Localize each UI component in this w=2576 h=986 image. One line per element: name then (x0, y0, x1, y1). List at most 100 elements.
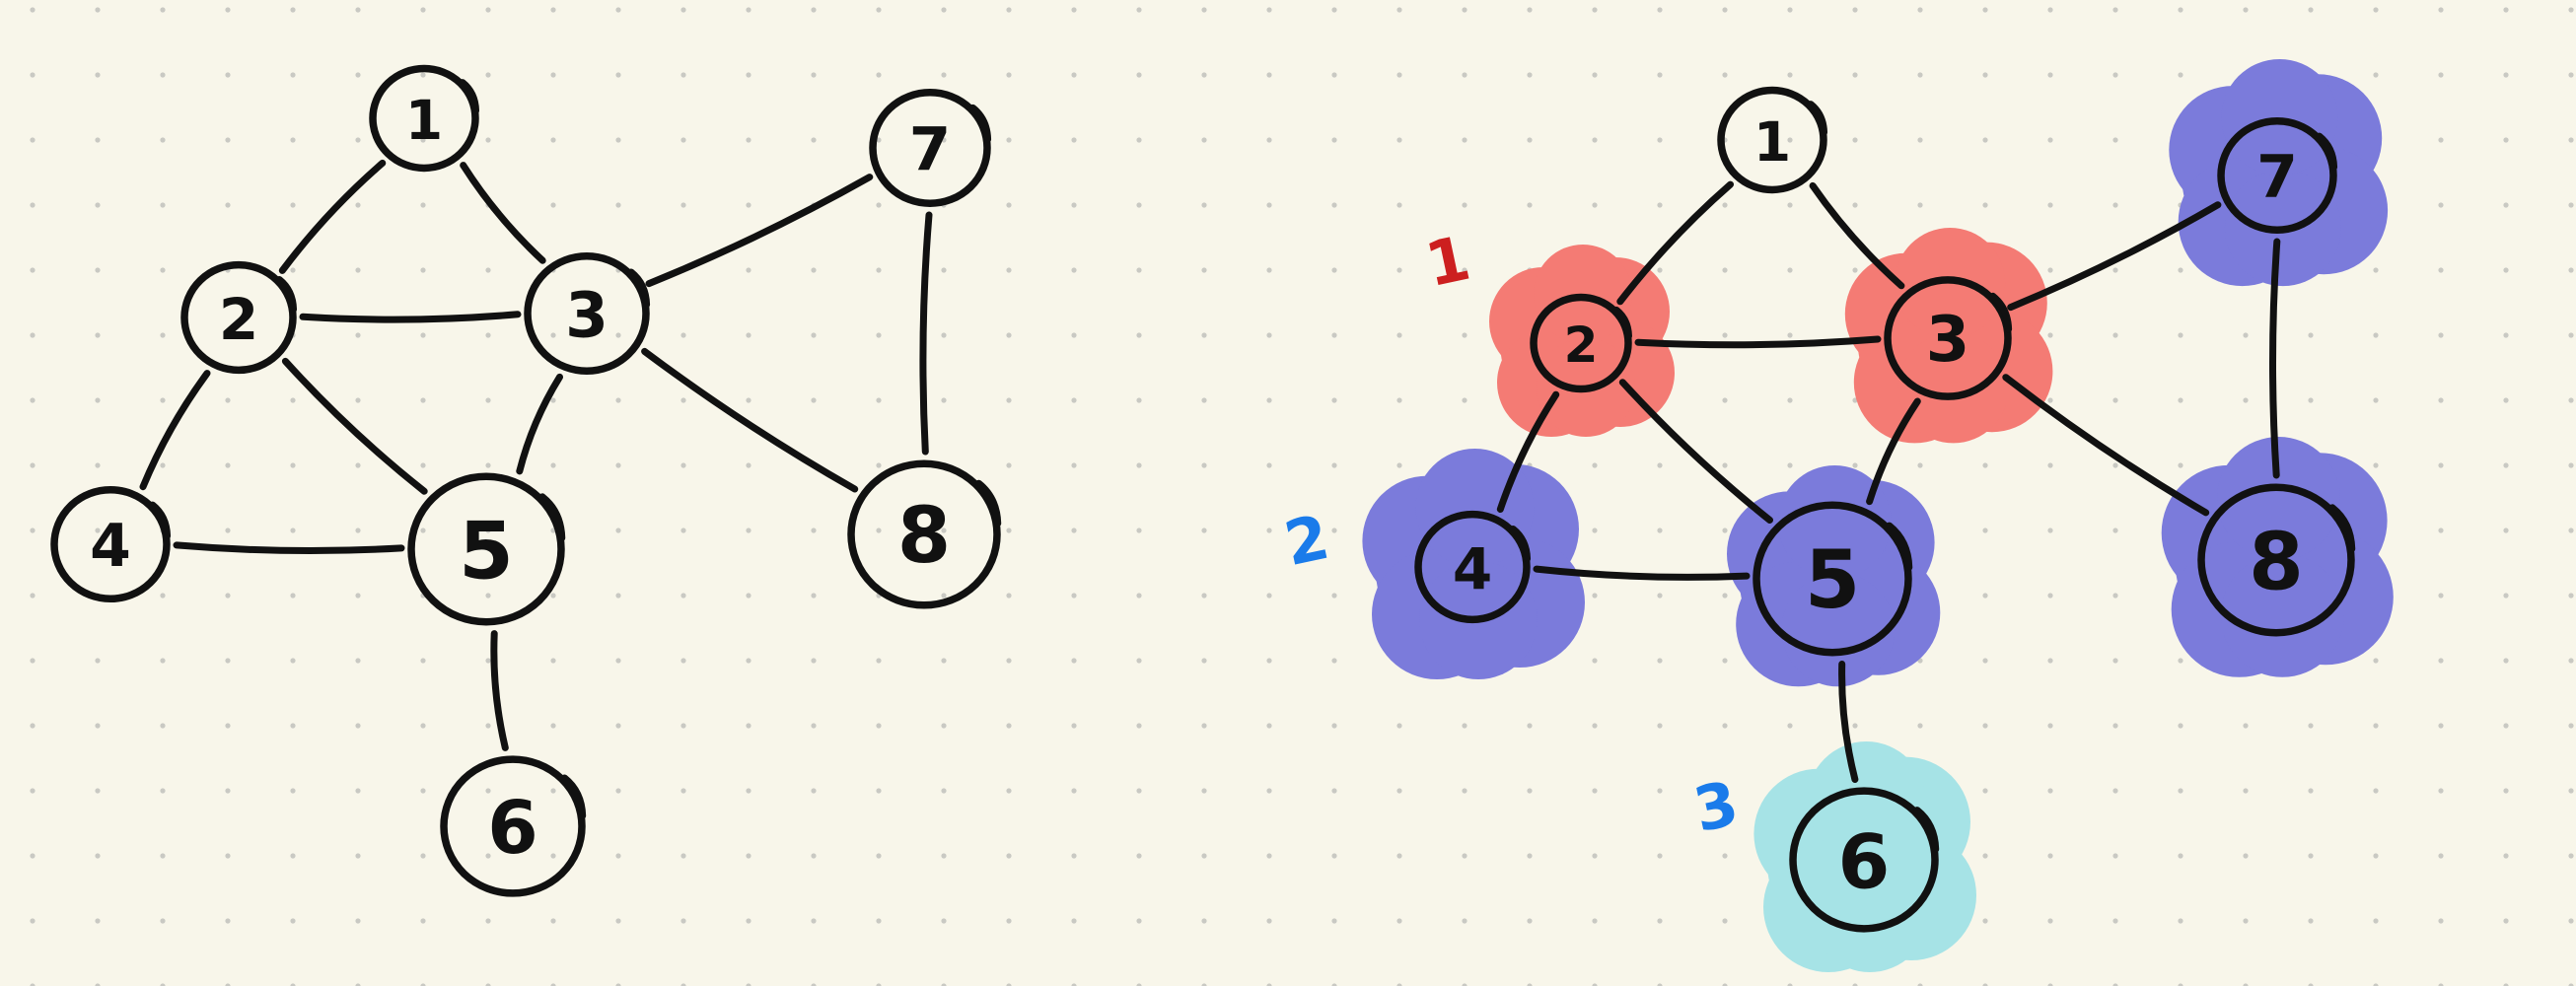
right-edge-1-3 (1809, 181, 1905, 290)
left-node-4: 4 (50, 485, 172, 603)
right-node-3-ring (1884, 276, 2012, 400)
left-node-6-label: 6 (487, 786, 538, 871)
right-node-6-stroke-overlap (1913, 807, 1940, 853)
right-node-8-ring (2197, 483, 2355, 637)
right-edge-4-5 (1533, 565, 1751, 581)
left-node-5-ring (407, 472, 565, 626)
blob-node-6-lobe-6 (1807, 741, 1926, 860)
right-node-3-stroke-overlap (1989, 292, 2013, 333)
left-nodes: 1 2 3 4 5 6 7 8 (50, 64, 1002, 897)
right-node-4-stroke-overlap (1509, 526, 1532, 563)
right-edge-7-8 (2269, 238, 2281, 479)
right-edge-2-5 (1618, 379, 1773, 524)
left-node-4-ring (50, 485, 171, 603)
right-node-7-ring (2217, 116, 2337, 235)
blob-node-5 (1727, 465, 1941, 687)
right-node-3-label: 3 (1926, 304, 1970, 377)
blob-node-8-lobe-5 (2220, 553, 2344, 677)
right-node-6: 6 (1789, 787, 1940, 933)
left-node-1-label: 1 (405, 89, 443, 152)
left-node-5: 5 (407, 472, 566, 626)
right-node-2-ring (1530, 293, 1632, 393)
right-node-8-stroke-overlap (2328, 504, 2356, 553)
right-node-5: 5 (1753, 501, 1913, 657)
left-edge-1-3 (460, 162, 546, 264)
left-node-3-ring (524, 252, 650, 375)
left-edge-1-2 (278, 159, 387, 274)
right-node-5-ring (1753, 501, 1912, 657)
left-node-6-stroke-overlap (561, 774, 587, 819)
right-node-6-ring (1789, 787, 1939, 933)
blob-node-3-lobe-5 (1897, 332, 2009, 444)
left-node-8-ring (847, 459, 1001, 609)
left-node-1-ring (369, 64, 479, 173)
left-node-1: 1 (369, 64, 480, 173)
left-node-2-label: 2 (219, 286, 258, 353)
left-node-2-stroke-overlap (275, 276, 298, 314)
right-edge-5-6 (1838, 661, 1859, 783)
left-node-4-label: 4 (90, 512, 131, 581)
left-edge-2-4 (139, 370, 211, 491)
left-node-8-stroke-overlap (975, 479, 1002, 528)
left-node-6: 6 (440, 755, 587, 897)
right-edge-3-8 (2002, 374, 2210, 517)
left-edge-7-8 (919, 211, 933, 456)
blob-node-5-lobe-5 (1781, 573, 1896, 687)
left-node-1-stroke-overlap (459, 79, 480, 114)
right-node-1-ring (1717, 86, 1827, 194)
right-node-2-label: 2 (1564, 317, 1599, 374)
right-node-1-label: 1 (1753, 110, 1791, 174)
left-node-3: 3 (524, 252, 651, 375)
left-node-2-ring (180, 260, 297, 375)
left-node-7-label: 7 (909, 115, 951, 185)
right-node-7-stroke-overlap (2316, 132, 2338, 171)
right-graph: 1 2 3 4 5 6 7 8 1 2 3 (1278, 59, 2394, 972)
left-node-8: 8 (847, 459, 1002, 609)
left-edges (139, 159, 933, 751)
right-edges (1496, 180, 2281, 783)
right-edge-3-5 (1866, 397, 1921, 506)
left-edge-2-3 (299, 311, 522, 323)
left-graph: 1 2 3 4 5 6 7 8 (50, 64, 1002, 897)
left-node-7-stroke-overlap (969, 104, 992, 143)
left-node-3-label: 3 (565, 280, 608, 352)
right-node-1: 1 (1717, 86, 1828, 194)
right-edge-1-2 (1616, 180, 1734, 306)
left-node-5-stroke-overlap (538, 493, 566, 542)
left-edge-3-5 (516, 373, 563, 475)
right-nodes: 1 2 3 4 5 6 7 8 (1414, 86, 2356, 933)
right-node-7-label: 7 (2256, 143, 2298, 212)
left-edge-3-8 (641, 347, 859, 493)
right-edge-2-3 (1634, 335, 1882, 349)
right-node-7: 7 (2217, 116, 2338, 235)
right-node-5-stroke-overlap (1886, 522, 1913, 571)
left-edge-4-5 (173, 541, 405, 555)
right-node-6-label: 6 (1838, 818, 1891, 906)
right-node-1-stroke-overlap (1807, 101, 1828, 136)
left-node-6-ring (440, 755, 586, 897)
right-node-3: 3 (1884, 276, 2013, 400)
blob-node-5-lobe-6 (1777, 465, 1892, 579)
right-node-4: 4 (1414, 510, 1532, 624)
right-node-8: 8 (2197, 483, 2356, 637)
right-edge-2-4 (1496, 390, 1560, 513)
right-node-4-ring (1414, 510, 1531, 624)
left-edge-2-5 (281, 357, 428, 495)
left-node-2: 2 (180, 260, 298, 375)
right-node-5-label: 5 (1805, 534, 1860, 627)
left-node-3-stroke-overlap (627, 268, 651, 309)
blob-node-6-lobe-5 (1811, 854, 1929, 972)
left-node-4-stroke-overlap (149, 501, 172, 539)
left-node-7: 7 (869, 88, 992, 208)
right-node-8-label: 8 (2249, 517, 2304, 608)
blob-node-8-lobe-6 (2217, 437, 2340, 560)
left-node-8-label: 8 (897, 492, 951, 581)
right-node-4-label: 4 (1453, 535, 1492, 602)
left-node-5-label: 5 (459, 506, 514, 598)
right-node-2: 2 (1530, 293, 1632, 393)
right-edge-3-7 (2007, 201, 2222, 312)
left-edge-5-6 (490, 630, 509, 751)
left-edge-3-7 (645, 174, 874, 288)
blob-node-4-lobe-6 (1415, 449, 1535, 567)
